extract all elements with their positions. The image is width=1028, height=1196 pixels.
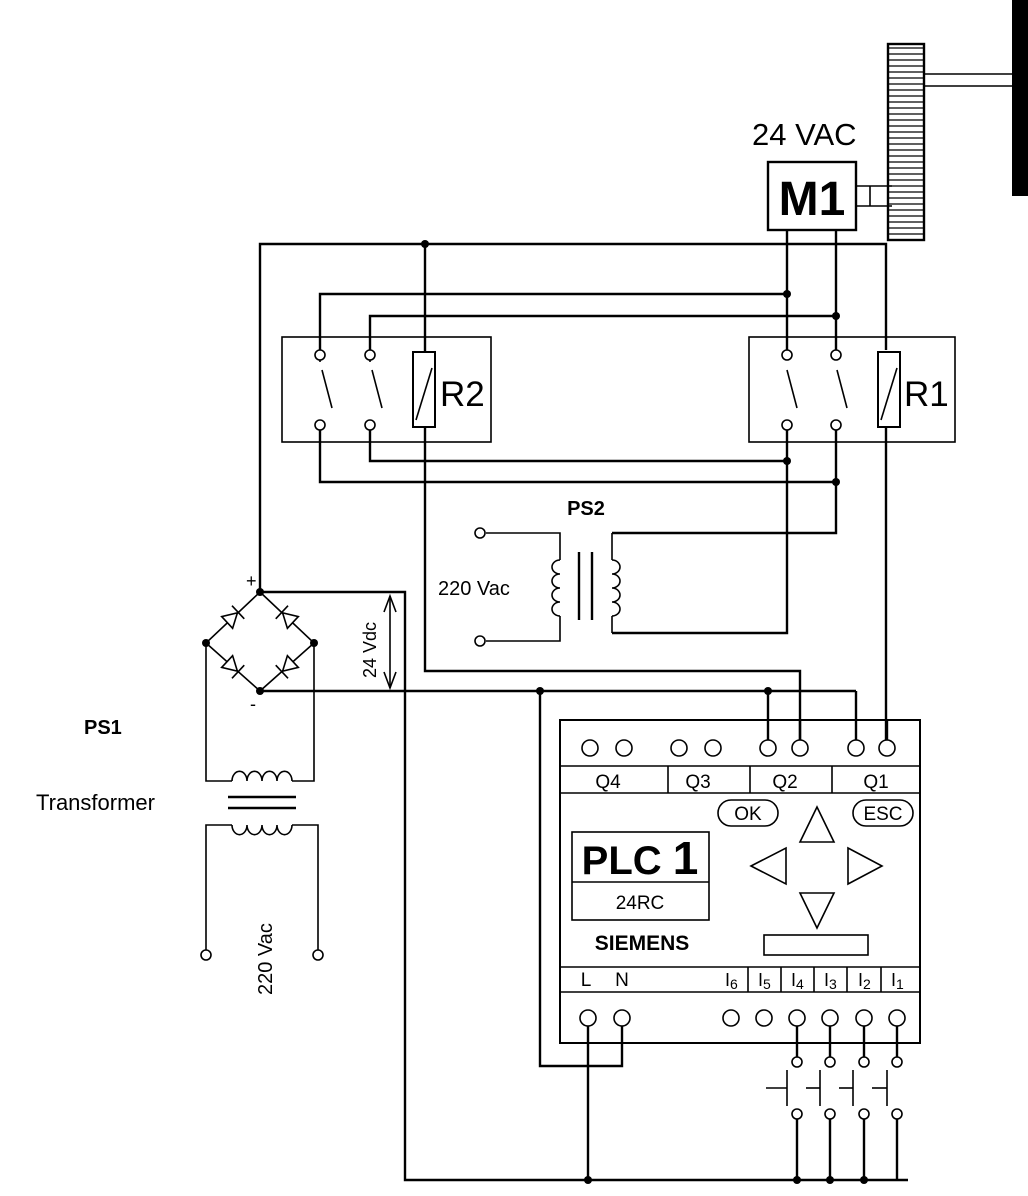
plc-1: Q4 Q3 Q2 Q1 PLC 1 24RC SIEMENS OK ESC [559, 719, 921, 1044]
plc-input-label-sub: 3 [829, 976, 837, 992]
plc-power-l: L [581, 970, 592, 991]
plc-input-label-sub: 2 [863, 976, 871, 992]
plc-title: PLC 1 [582, 832, 699, 884]
plc-slot [763, 934, 869, 956]
relay-r2-label: R2 [440, 375, 485, 414]
plc-ok-key[interactable]: OK [717, 799, 779, 827]
ps1-input-label: 220 Vac [255, 923, 277, 995]
plc-down-arrow-key[interactable] [798, 892, 836, 930]
ps1-minus-label: - [250, 694, 256, 714]
input-push-buttons [766, 1070, 888, 1106]
plc-power-n: N [615, 970, 629, 991]
motor-voltage-label: 24 VAC [752, 117, 857, 152]
relay-terminals [314, 349, 842, 431]
ps1-transformer-label: Transformer [36, 790, 155, 815]
plc-brand: SIEMENS [595, 932, 690, 955]
ps1-plus-label: + [246, 571, 257, 591]
plc-input-label: I5 [758, 970, 771, 992]
ps2-label: PS2 [567, 498, 605, 520]
plc-input-label-sub: 5 [763, 976, 771, 992]
plc-input-label-sub: 1 [896, 976, 904, 992]
plc-number: 1 [673, 832, 699, 884]
plc-input-label: I1 [891, 970, 904, 992]
gear-wheel [886, 0, 1028, 242]
motor-id-label: M1 [779, 173, 846, 226]
ps1-bridge-rectifier: + - 24 Vdc [204, 571, 908, 1182]
relay-r2: R2 [281, 336, 492, 443]
plc-up-arrow-key[interactable] [798, 805, 836, 843]
push-button-i4 [766, 1070, 788, 1106]
plc-left-arrow-key[interactable] [749, 846, 787, 886]
plc-ok-label: OK [734, 804, 762, 825]
relay-wiring [258, 230, 888, 740]
plc-input-label: I6 [725, 970, 738, 992]
plc-output-q1: Q1 [863, 772, 888, 793]
push-button-i2 [839, 1070, 854, 1106]
plc-input-label: I2 [858, 970, 871, 992]
plc-esc-key[interactable]: ESC [852, 799, 914, 827]
ps2-transformer: PS2 220 Vac [438, 498, 621, 647]
plc-wiring [538, 691, 899, 1180]
plc-input-label-base: I [858, 970, 863, 990]
ps1-label: PS1 [84, 717, 122, 739]
plc-input-label: I4 [791, 970, 804, 992]
relay-r1: R1 [748, 336, 956, 443]
motor-m1: 24 VAC M1 [752, 117, 892, 232]
ps2-input-label: 220 Vac [438, 578, 510, 600]
push-button-i3 [806, 1070, 821, 1106]
plc-input-label-base: I [891, 970, 896, 990]
plc-input-label-sub: 4 [796, 976, 804, 992]
plc-input-label-base: I [758, 970, 763, 990]
plc-model: 24RC [616, 893, 665, 914]
plc-output-q4: Q4 [595, 772, 621, 793]
plc-input-label-base: I [725, 970, 730, 990]
plc-input-label-base: I [824, 970, 829, 990]
plc-input-label-sub: 6 [730, 976, 738, 992]
plc-output-q2: Q2 [772, 772, 797, 793]
ps1-output-label: 24 Vdc [360, 622, 380, 678]
ps1-transformer: PS1 Transformer 220 Vac [36, 643, 324, 995]
push-button-i1 [872, 1070, 888, 1106]
button-terminals [791, 1056, 903, 1120]
plc-title-text: PLC [582, 839, 662, 883]
plc-input-label-base: I [791, 970, 796, 990]
plc-output-q3: Q3 [685, 772, 710, 793]
plc-input-label: I3 [824, 970, 837, 992]
junction-dots [202, 240, 868, 1184]
plc-esc-label: ESC [863, 804, 902, 825]
relay-r1-label: R1 [904, 375, 949, 414]
plc-right-arrow-key[interactable] [847, 846, 884, 886]
